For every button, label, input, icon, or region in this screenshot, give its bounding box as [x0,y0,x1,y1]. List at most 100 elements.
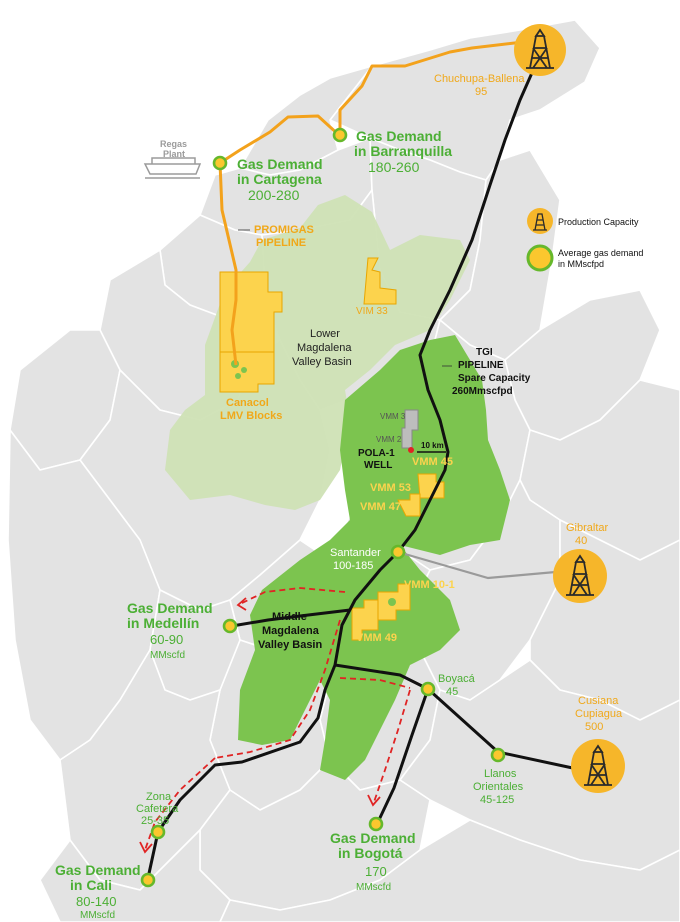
lower-basin-line2: Magdalena [297,342,352,354]
lower-basin-line3: Valley Basin [292,356,352,368]
flow-arrow-to-medellin [239,587,346,605]
middle-magdalena-valley-basin [238,335,510,780]
production-circle [514,24,566,76]
cali-unit: MMscfd [80,910,115,921]
tgi-branch-bogota [376,688,430,823]
gas-flow-arrows [144,587,411,851]
legend-production-label: Production Capacity [558,217,639,227]
flow-arrow-to-bogota [373,689,411,803]
canacol-label-line2: LMV Blocks [220,410,282,422]
flow-arrow-to-bogota-upper [339,677,411,689]
production-icon-gibraltar [553,549,607,603]
field-spot [241,367,247,373]
regas-ship-tanks [151,157,196,164]
gibraltar-name: Gibraltar [566,522,609,534]
derrick-icon [526,28,554,69]
bogota-line1: Gas Demand [330,830,416,846]
zona-cafetera-value: 25-35 [141,815,169,827]
tgi-label-line4: 260Mmscfpd [452,386,513,397]
vmm47-label: VMM 47 [360,501,401,513]
derrick-icon [566,554,594,596]
tgi-branch-medellin [231,608,351,628]
vim33-label: VIM 33 [356,306,388,317]
cartagena-line1: Gas Demand [237,156,323,172]
legend-production-icon [527,208,553,234]
boyaca-value: 45 [446,686,458,698]
vmm3-label: VMM 3 [380,412,406,421]
llanos-line1: Llanos [484,768,517,780]
vmm49-label: VMM 49 [356,632,397,644]
regas-label-line2: Plant [163,149,185,159]
tgi-label-line2: PIPELINE [458,360,504,371]
medellin-line1: Gas Demand [127,600,213,616]
arrowhead-medellin [236,597,247,611]
regas-ship-hull [143,163,202,175]
vmm10-1-label: VMM 10-1 [404,579,455,591]
middle-basin-line1: Middle [272,611,307,623]
node-zona-cafetera [150,824,166,840]
node-boyaca [420,681,436,697]
santander-value: 100-185 [333,560,373,572]
region-cauca [39,829,231,922]
middle-basin-line3: Valley Basin [258,639,322,651]
legend-demand-label-line2: in MMscfpd [558,259,604,269]
medellin-value: 60-90 [150,632,183,647]
tgi-label-line1: TGI [476,347,493,358]
scale-label: 10 km [421,441,444,450]
node-barranquilla [332,127,348,143]
regas-plant-icon [143,157,202,179]
medellin-unit: MMscfd [150,650,185,661]
canacol-label-line1: Canacol [226,397,269,409]
pola-label-line2: WELL [364,460,392,471]
production-circle [571,739,625,793]
legend-demand-icon [526,244,554,272]
flow-arrow-to-cali [144,757,216,851]
zona-cafetera-line1: Zona [146,791,172,803]
legend-demand-label-line1: Average gas demand [558,248,643,258]
bogota-unit: MMscfd [356,882,391,893]
arrowhead-cali [139,841,153,854]
cusiana-value: 500 [585,721,603,733]
cali-line1: Gas Demand [55,862,141,878]
zona-cafetera-line2: Cafetera [136,803,179,815]
llanos-value: 45-125 [480,794,514,806]
demand-nodes [140,127,506,888]
region-south [219,819,680,922]
node-llanos [490,747,506,763]
arrowhead-bogota [367,794,381,807]
vmm47-block [397,493,421,517]
santander-name: Santander [330,547,381,559]
chuchupa-name: Chuchupa-Ballena [434,73,525,85]
promigas-label-line1: PROMIGAS [254,224,314,236]
medellin-line2: in Medellín [127,615,199,631]
tgi-label-line3: Spare Capacity [458,373,531,384]
production-icon-chuchupa [514,24,566,76]
gibraltar-pipeline [397,550,579,580]
cartagena-value: 200-280 [248,187,300,203]
production-icon-cusiana [571,739,625,793]
field-spot [235,373,241,379]
bogota-line2: in Bogotá [338,845,403,861]
cartagena-line2: in Cartagena [237,171,322,187]
vmm53-label: VMM 53 [370,482,411,494]
lower-basin-line1: Lower [310,328,340,340]
node-santander [390,544,406,560]
derrick-icon [584,744,612,786]
flow-arrowheads [139,597,381,854]
cusiana-name-line2: Cupiagua [575,708,623,720]
node-cartagena [212,155,228,171]
gibraltar-value: 40 [575,535,587,547]
vmm49-block [351,599,379,641]
middle-basin-line2: Magdalena [262,625,320,637]
cali-line2: in Cali [70,877,112,893]
barranquilla-line1: Gas Demand [356,128,442,144]
vmm2-label: VMM 2 [376,435,402,444]
flow-arrow-to-cali-upper [214,619,341,759]
cusiana-name-line1: Cusiana [578,695,619,707]
bogota-value: 170 [365,864,387,879]
tgi-pipeline [146,51,542,879]
production-circle [553,549,607,603]
llanos-line2: Orientales [473,781,524,793]
vim33-block [363,257,397,305]
